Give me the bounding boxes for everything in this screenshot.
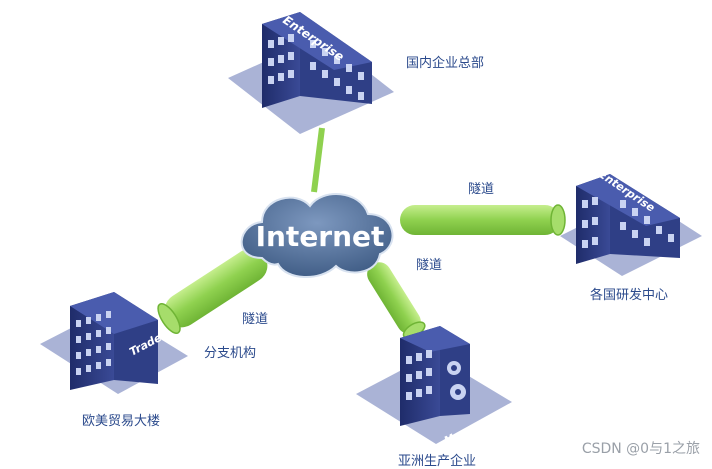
rnd-label: 各国研发中心 [590,288,669,303]
gear-icon [447,361,466,400]
tunnel-trade-label: 隧道 [242,312,269,327]
branch-label: 分支机构 [204,346,257,361]
rnd-building: Enterprise [560,168,702,276]
hq-building: Enterprise [228,12,394,134]
internet-label: Internet [256,220,385,253]
hq-label: 国内企业总部 [406,56,485,71]
internet-cloud: Internet [240,193,394,279]
tunnel-rnd-label: 隧道 [468,182,495,197]
factory-building: Manufacture [356,326,513,447]
tunnel-factory-label: 隧道 [416,258,443,273]
trade-building: Trade [40,292,188,394]
watermark: CSDN @0与1之旅 [581,441,700,457]
tunnel-trade [157,248,268,335]
factory-label: 亚洲生产企业 [398,454,477,469]
tunnel-rnd [400,204,566,236]
trade-label: 欧美贸易大楼 [82,414,161,429]
hq-link-line [311,127,325,193]
